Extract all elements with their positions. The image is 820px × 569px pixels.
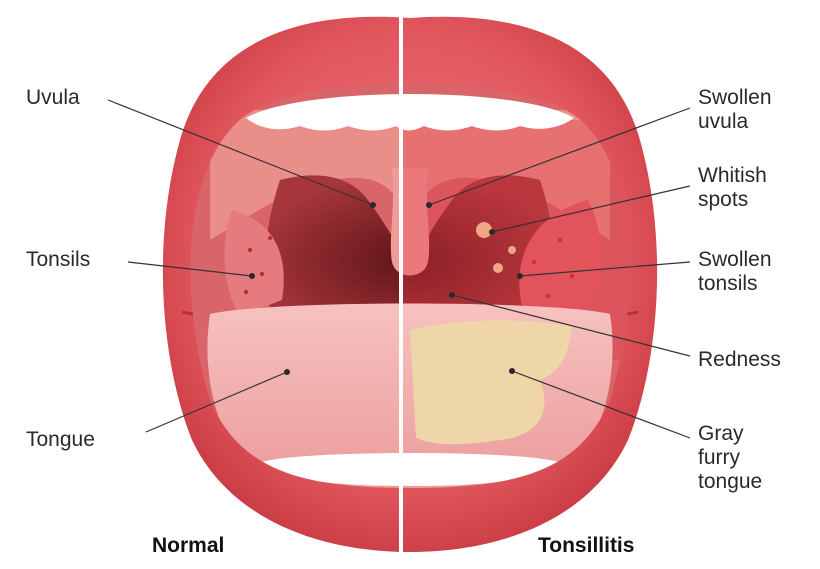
label-swollen-tonsils: Swollen tonsils	[698, 248, 772, 296]
label-gray-furry-tongue: Gray furry tongue	[698, 422, 762, 494]
label-tongue: Tongue	[26, 428, 95, 452]
caption-normal: Normal	[152, 534, 224, 558]
label-tonsils: Tonsils	[26, 248, 90, 272]
label-redness: Redness	[698, 348, 781, 372]
label-whitish-spots: Whitish spots	[698, 164, 767, 212]
label-uvula: Uvula	[26, 86, 80, 110]
label-swollen-uvula: Swollen uvula	[698, 86, 772, 134]
caption-tonsillitis: Tonsillitis	[538, 534, 634, 558]
